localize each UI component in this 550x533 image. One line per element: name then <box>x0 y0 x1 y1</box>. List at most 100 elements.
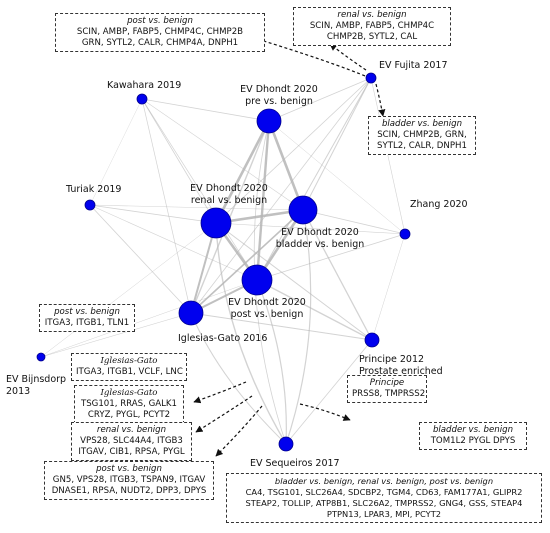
box-line: SCIN, CHMP2B, GRN, <box>377 130 467 140</box>
box-iglesias-2: Iglesias-Gato TSG101, RRAS, GALK1 CRYZ, … <box>74 385 184 424</box>
node-label-line: Zhang 2020 <box>410 199 468 210</box>
box-post-bottom: post vs. benign GN5, VPS28, ITGB3, TSPAN… <box>44 461 214 500</box>
edge-kawahara-iglesias <box>141 98 192 314</box>
box-line: DNASE1, RPSA, NUDT2, DPP3, DPYS <box>51 486 207 496</box>
box-line: TSG101, RRAS, GALK1 <box>80 399 178 409</box>
edge-kawahara-pre <box>141 98 270 122</box>
box-all-bottom: bladder vs. benign, renal vs. benign, po… <box>226 473 542 523</box>
box-header: Iglesias-Gato <box>100 388 158 398</box>
edge-zhang-principe <box>371 233 406 341</box>
edge-pre-post <box>255 120 271 281</box>
node-label-iglesias: Iglesias-Gato 2016 <box>178 333 267 344</box>
node-label-turiak: Turiak 2019 <box>65 184 121 195</box>
edge-post-sequeiros <box>256 279 287 445</box>
node-iglesias <box>178 300 204 326</box>
box-line: STEAP2, TOLLIP, ATP8B1, SLC26A2, TMPRSS2… <box>245 498 523 508</box>
edge-kawahara-bladder <box>141 98 304 211</box>
box-header: Principe <box>369 378 405 388</box>
node-label-line: EV Sequeiros 2017 <box>250 458 340 469</box>
edge-fujita-post <box>256 77 372 281</box>
box-principe: Principe PRSS8, TMPRSS2 <box>347 375 427 403</box>
edge-turiak-post <box>89 204 258 281</box>
node-label-line: Principe 2012 <box>359 354 424 365</box>
box-renal-top: renal vs. benign SCIN, AMBP, FABP5, CHMP… <box>293 7 451 46</box>
box-header: post vs. benign <box>96 464 162 474</box>
edge-principe-sequeiros <box>285 339 373 445</box>
node-label-kawahara: Kawahara 2019 <box>107 80 181 91</box>
edge-bijnsdorp-post <box>40 279 258 358</box>
node-turiak <box>84 199 96 211</box>
node-label-line: bladder vs. benign <box>276 239 365 250</box>
edge-pre-zhang <box>268 120 406 235</box>
box-header: bladder vs. benign, renal vs. benign, po… <box>274 476 494 486</box>
box-line: PRSS8, TMPRSS2 <box>352 389 426 399</box>
box-iglesias-1: Iglesias-Gato ITGA3, ITGB1, VCLF, LNC <box>71 353 187 381</box>
node-label-line: Kawahara 2019 <box>107 80 181 91</box>
box-line: PTPN13, LPAR3, MPI, PCYT2 <box>326 509 442 519</box>
node-label-line: pre vs. benign <box>245 96 313 107</box>
arrow-from-sequeiros-to-post <box>215 405 263 457</box>
box-line: CHMP2B, SYTL2, CAL <box>326 32 418 42</box>
node-principe <box>364 332 380 348</box>
node-fujita <box>365 72 377 84</box>
node-label-fujita: EV Fujita 2017 <box>379 60 448 71</box>
box-header: bladder vs. benign <box>432 425 514 435</box>
node-renal <box>200 207 232 239</box>
box-renal-mid: renal vs. benign VPS28, SLC44A4, ITGB3 I… <box>71 422 192 461</box>
edge-post-principe <box>256 279 373 341</box>
box-line: CRYZ, PYGL, PCYT2 <box>87 410 171 420</box>
box-post-top: post vs. benign SCIN, AMBP, FABP5, CHMP4… <box>55 13 265 52</box>
box-line: ITGA3, ITGB1, VCLF, LNC <box>76 367 183 377</box>
edge-turiak-iglesias <box>89 204 192 314</box>
edge-fujita-renal <box>215 77 372 224</box>
box-header: renal vs. benign <box>96 425 167 435</box>
box-line: TOM1L2 PYGL DPYS <box>430 436 516 446</box>
edge-fujita-iglesias <box>190 77 372 314</box>
node-label-line: EV Dhondt 2020 <box>281 227 359 238</box>
box-header: renal vs. benign <box>337 10 407 20</box>
edge-bladder-principe <box>302 209 373 341</box>
node-label-line: renal vs. benign <box>191 195 267 206</box>
nodes <box>36 72 411 452</box>
edge-pre-renal <box>214 120 271 224</box>
edge-zhang-post <box>256 233 406 281</box>
edge-zhang-bladder <box>302 209 406 235</box>
box-line: SCIN, AMBP, FABP5, CHMP4C <box>309 21 435 31</box>
edge-bijnsdorp-iglesias <box>40 312 192 358</box>
node-label-line: EV Dhondt 2020 <box>240 84 318 95</box>
node-label-line: EV Bijnsdorp <box>6 374 66 385</box>
box-bladder-right: bladder vs. benign SCIN, CHMP2B, GRN, SY… <box>368 116 476 155</box>
node-label-line: Iglesias-Gato 2016 <box>178 333 267 344</box>
edge-renal-iglesias <box>190 222 217 314</box>
box-header: bladder vs. benign <box>381 119 463 129</box>
box-line: GN5, VPS28, ITGB3, TSPAN9, ITGAV <box>52 475 206 485</box>
box-header: Iglesias-Gato <box>100 356 158 366</box>
node-labels: Kawahara 2019 EV Fujita 2017 EV Dhondt 202… <box>6 60 468 469</box>
node-sequeiros <box>278 436 294 452</box>
edge-fujita-zhang <box>370 77 406 235</box>
edge-renal-sequeiros <box>215 222 287 445</box>
node-pre <box>256 108 282 134</box>
node-label-line: post vs. benign <box>231 309 304 320</box>
box-line: ITGAV, CIB1, RPSA, PYGL <box>78 447 185 457</box>
edge-fujita-pre <box>268 77 372 122</box>
box-header: post vs. benign <box>127 16 193 26</box>
edge-zhang-renal <box>215 222 406 235</box>
arrow-from-sequeiros-to-renal <box>195 395 253 433</box>
node-label-line: Prostate enriched <box>359 366 443 377</box>
edge-kawahara-renal <box>141 98 217 224</box>
edge-turiak-renal <box>89 204 217 224</box>
edge-bladder-sequeiros <box>285 209 312 445</box>
edge-renal-principe <box>215 222 373 341</box>
edge-bijnsdorp-renal <box>40 222 217 358</box>
edge-iglesias-sequeiros <box>190 312 287 445</box>
node-label-line: EV Fujita 2017 <box>379 60 448 71</box>
arrows <box>193 36 386 457</box>
edge-iglesias-principe <box>190 312 373 341</box>
box-line: CA4, TSG101, SLC26A4, SDCBP2, TGM4, CD63… <box>245 487 523 497</box>
